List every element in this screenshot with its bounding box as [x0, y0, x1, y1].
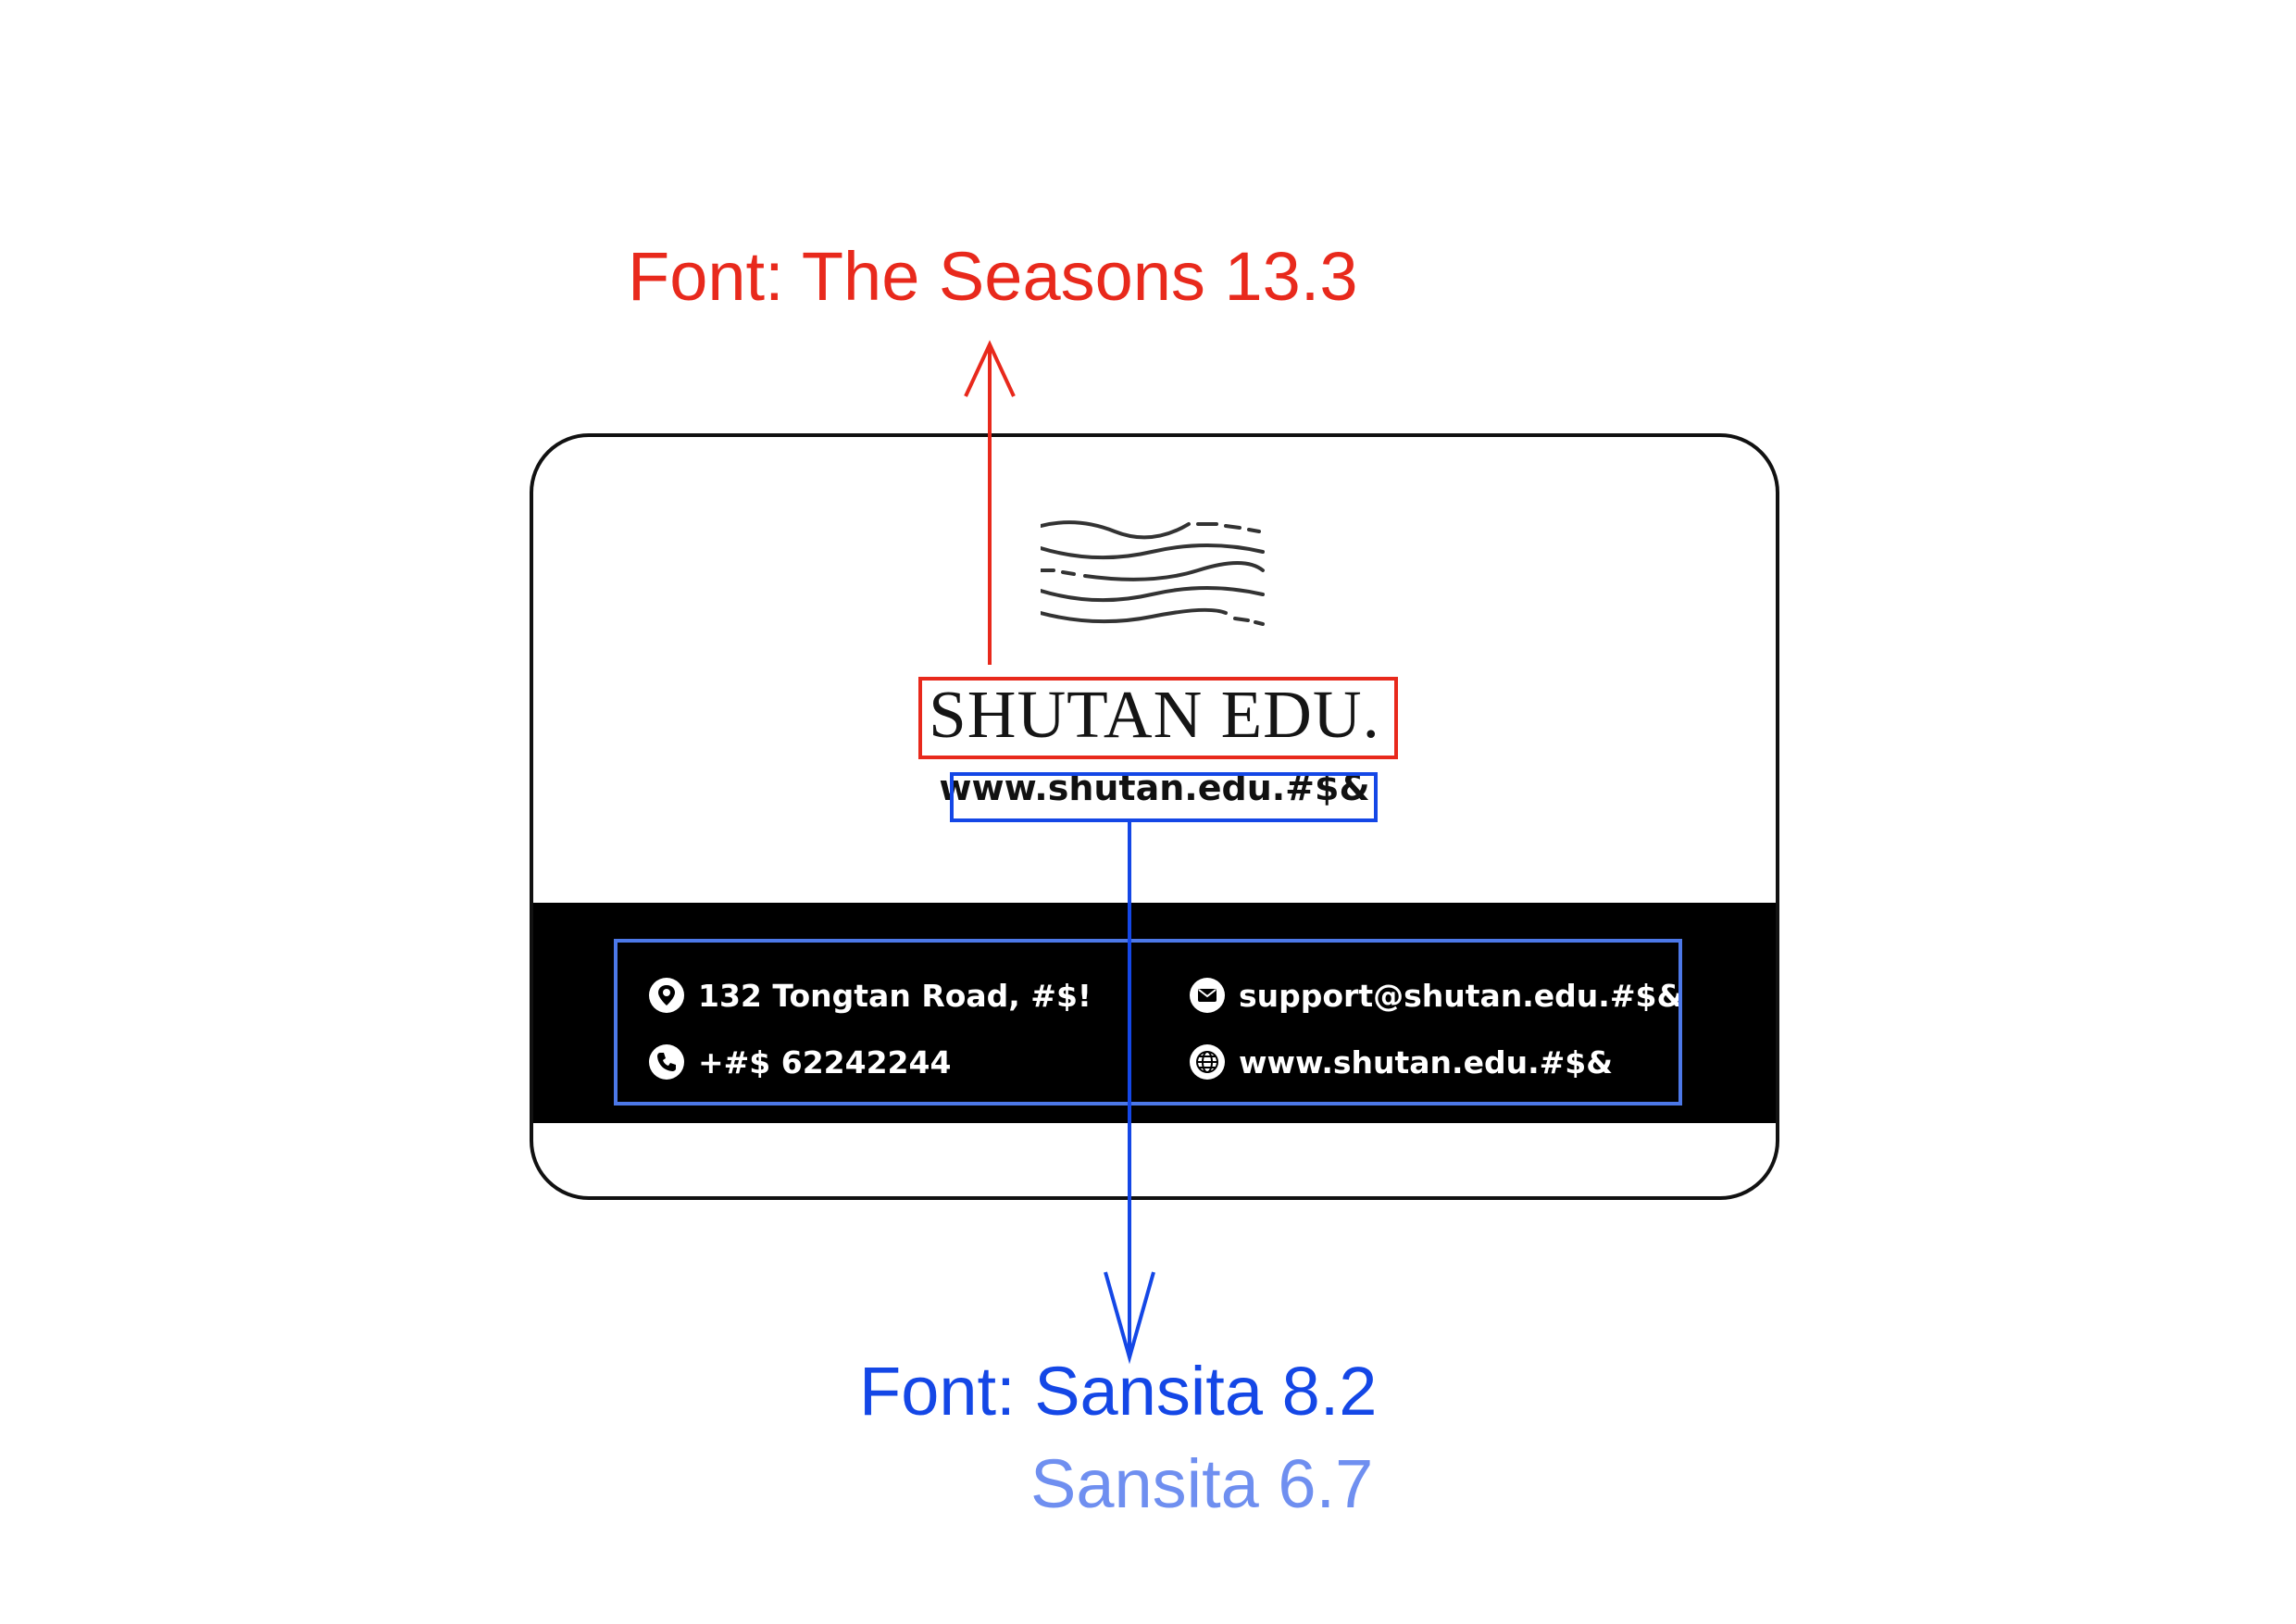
contact-phone: +#$ 62242244 [648, 1043, 951, 1081]
brand-name: SHUTAN EDU. [929, 677, 1380, 752]
mail-icon [1190, 978, 1225, 1013]
title-font-annotation: Font: The Seasons 13.3 [628, 238, 1358, 315]
website-url: www.shutan.edu.#$& [939, 768, 1370, 808]
url-highlight-box [950, 772, 1378, 822]
contacts-highlight-box [614, 939, 1682, 1106]
red-arrowhead [964, 340, 1016, 397]
contact-email: support@shutan.edu.#$& [1189, 977, 1683, 1014]
brand-highlight-box [918, 677, 1398, 759]
blue-arrowhead [1104, 1271, 1155, 1365]
contact-website: www.shutan.edu.#$& [1189, 1043, 1613, 1081]
contact-address: 132 Tongtan Road, #$! [648, 977, 1092, 1014]
globe-icon [1190, 1044, 1225, 1080]
body-font-annotation-secondary: Sansita 6.7 [1030, 1445, 1374, 1522]
location-pin-icon [649, 978, 684, 1013]
email-text: support@shutan.edu.#$& [1239, 977, 1684, 1014]
address-text: 132 Tongtan Road, #$! [698, 977, 1092, 1014]
website-text: www.shutan.edu.#$& [1239, 1043, 1614, 1081]
phone-icon [649, 1044, 684, 1080]
body-font-annotation: Font: Sansita 8.2 [859, 1353, 1378, 1430]
phone-text: +#$ 62242244 [698, 1043, 952, 1081]
wave-logo-icon [1041, 520, 1265, 626]
